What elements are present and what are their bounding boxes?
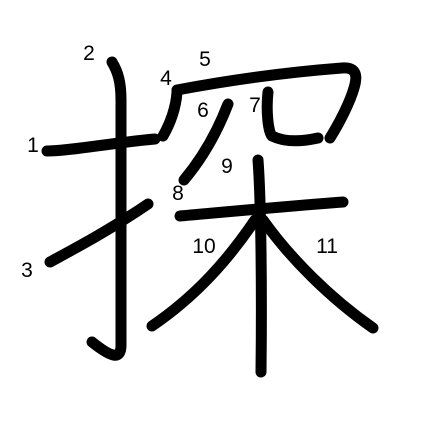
stroke-number-4: 4	[160, 67, 172, 90]
stroke-9	[252, 154, 267, 378]
stroke-4	[157, 86, 183, 142]
stroke-11	[257, 214, 379, 334]
stroke-number-11: 11	[316, 235, 338, 258]
stroke-number-7: 7	[249, 94, 261, 117]
stroke-number-6: 6	[197, 99, 209, 122]
stroke-10	[146, 214, 261, 332]
stroke-6	[178, 98, 234, 186]
stroke-number-9: 9	[221, 155, 233, 178]
stroke-number-labels: 1 2 3 4 5 6 7 8 9 10 11	[21, 42, 338, 282]
stroke-3	[44, 198, 154, 268]
character-strokes	[41, 56, 379, 378]
stroke-number-2: 2	[83, 42, 95, 65]
stroke-1	[41, 133, 161, 157]
stroke-number-10: 10	[192, 235, 215, 258]
stroke-number-1: 1	[27, 134, 39, 157]
stroke-number-8: 8	[172, 182, 184, 205]
stroke-number-3: 3	[21, 259, 33, 282]
stroke-5	[171, 62, 362, 144]
stroke-7	[261, 86, 324, 147]
stroke-2	[86, 56, 127, 361]
stroke-number-5: 5	[199, 48, 211, 71]
